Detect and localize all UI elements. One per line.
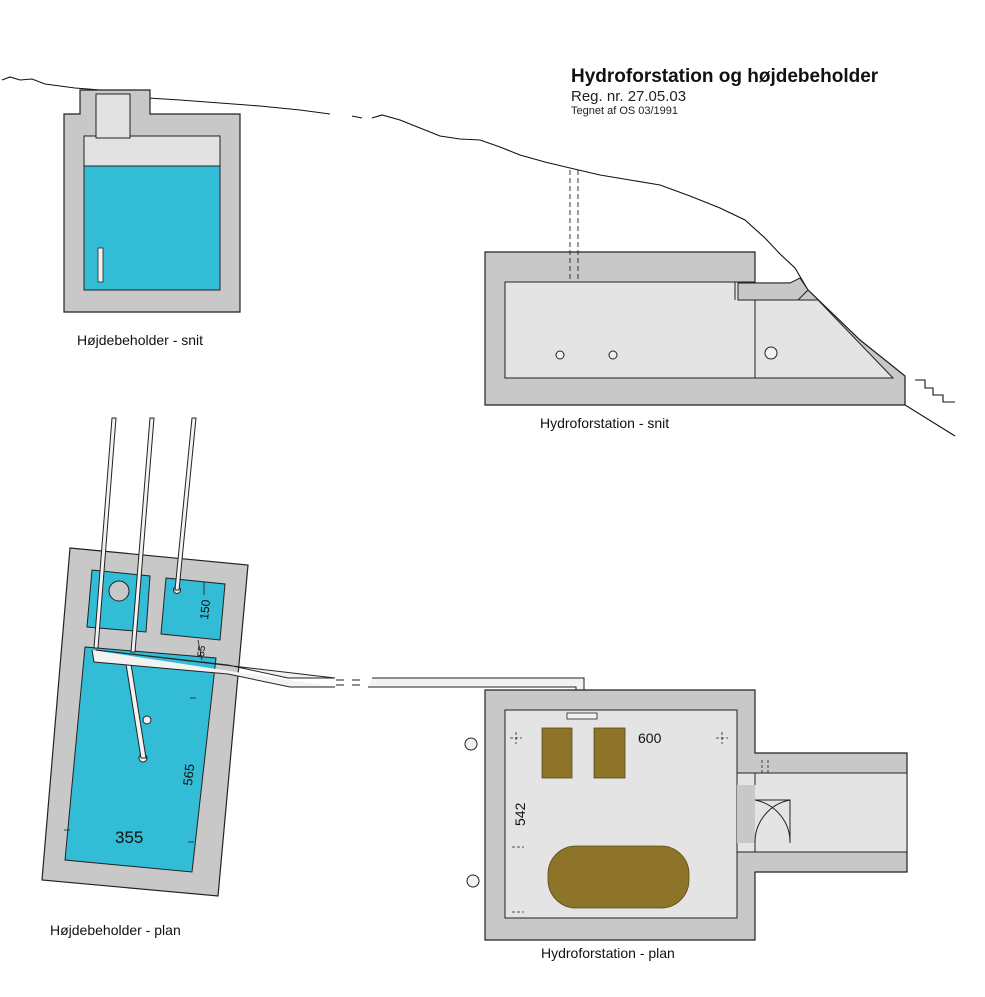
station-plan: 600 542: [464, 689, 908, 941]
station-section-pipe-hole: [608, 350, 618, 360]
tank-section: [63, 89, 241, 313]
dim-tank-width: 355: [115, 828, 143, 847]
dim-tank-length: 565: [180, 763, 197, 786]
station-plan-corridor: [736, 772, 908, 853]
registration-number: Reg. nr. 27.05.03: [571, 87, 687, 105]
caption-tank-plan: Højdebeholder - plan: [50, 922, 181, 938]
station-section-entrance: [754, 299, 895, 379]
station-plan-pump-2: [593, 727, 626, 779]
caption-station-plan: Hydroforstation - plan: [541, 945, 675, 961]
dim-station-depth: 542: [512, 802, 528, 826]
tank-plan: 355 565 150 55: [41, 417, 585, 897]
tank-section-water: [83, 165, 221, 291]
title-block: Hydroforstation og højdebeholder Reg. nr…: [571, 66, 878, 118]
station-section-room: [504, 281, 756, 379]
tank-plan-inlet-pipes: [93, 417, 197, 653]
station-section-vent-pipe: [569, 170, 579, 282]
dim-tank-wall: 55: [196, 645, 208, 658]
dim-station-width: 600: [638, 730, 662, 746]
drawing-title: Hydroforstation og højdebeholder: [571, 66, 879, 87]
tank-plan-manhole: [108, 580, 130, 602]
dim-tank-small: 150: [197, 599, 213, 621]
station-section-pipe-hole: [764, 346, 778, 360]
tank-plan-chamber-right: [160, 577, 226, 641]
tank-section-access-shaft: [95, 93, 131, 139]
station-plan-pump-1: [541, 727, 573, 779]
station-plan-pipe-stub: [466, 874, 480, 888]
drawn-by: Tegnet af OS 03/1991: [571, 105, 679, 118]
caption-tank-section: Højdebeholder - snit: [77, 332, 204, 348]
station-section-pipe-hole: [555, 350, 565, 360]
station-plan-pressure-tank: [547, 845, 690, 909]
tank-section-inlet-pipe: [97, 247, 104, 283]
tank-section-air-space: [83, 135, 221, 169]
station-section: [484, 170, 906, 406]
caption-station-section: Hydroforstation - snit: [540, 415, 670, 431]
station-plan-pipe-stub: [464, 737, 478, 751]
